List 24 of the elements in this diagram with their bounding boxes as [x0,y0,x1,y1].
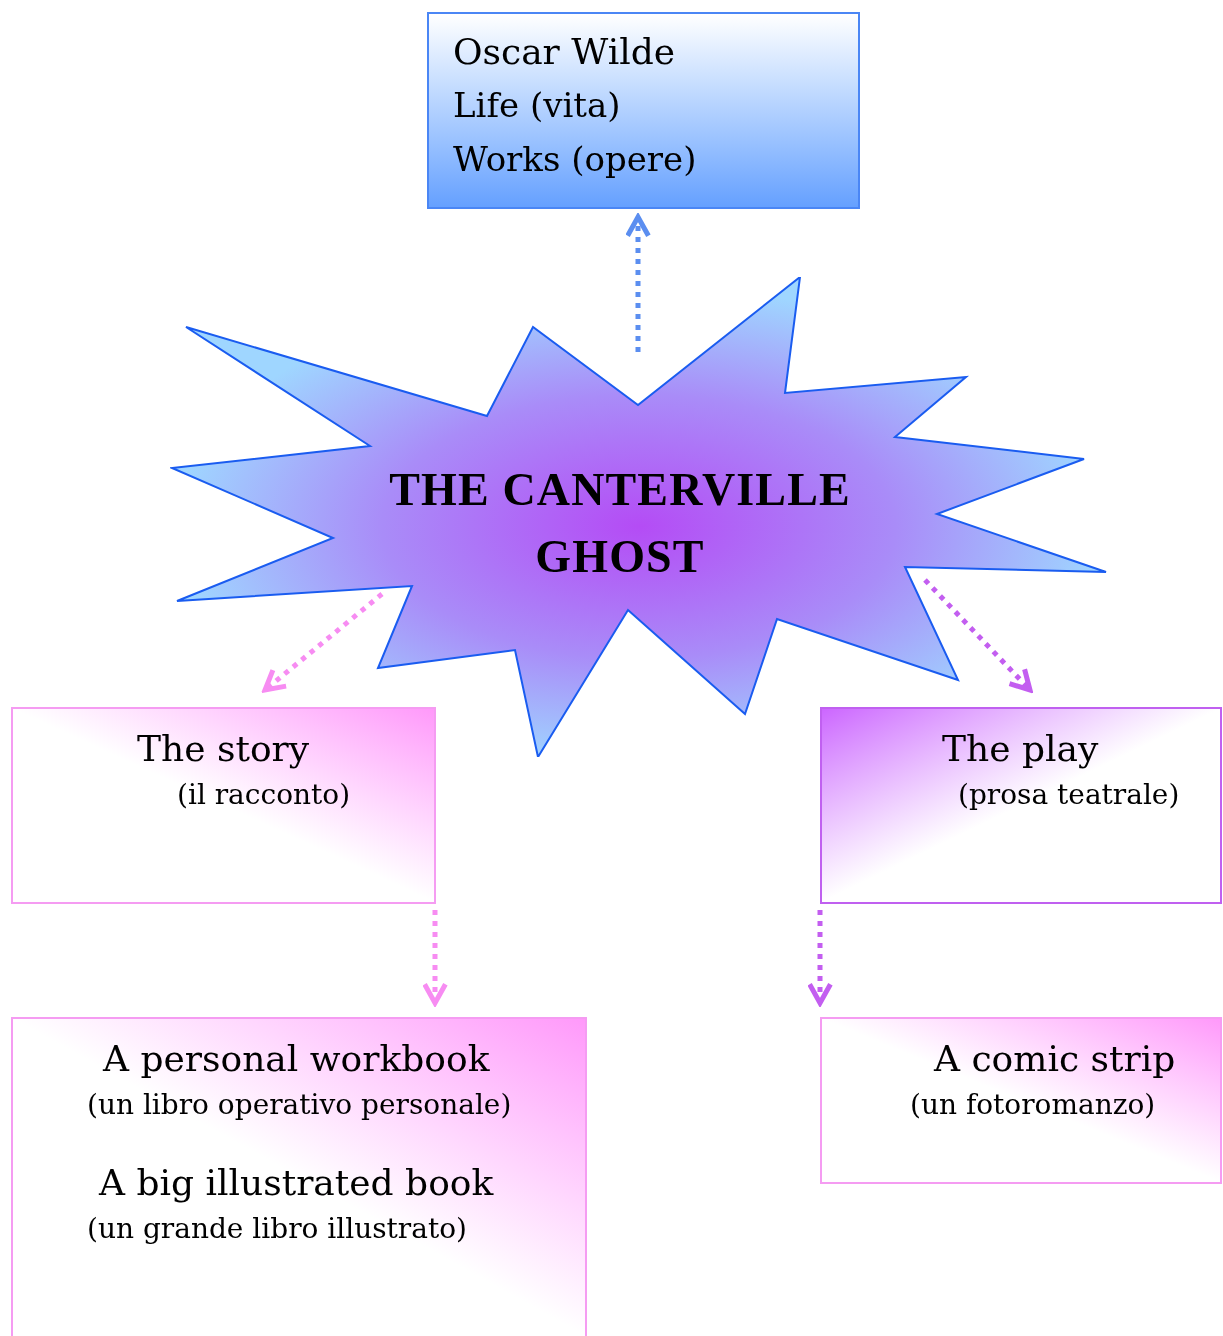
topic-box [820,707,1222,904]
subtitle-text: (prosa teatrale) [957,777,1180,813]
author-box [427,12,860,209]
heading-text: Works (opere) [453,138,697,181]
title-text: THE CANTERVILLE GHOST [388,463,852,584]
output-box [820,1017,1222,1184]
subtitle-text: (un fotoromanzo) [910,1087,1156,1123]
heading-text: The play [942,727,1099,771]
dotted-arrow [923,578,1033,693]
dotted-arrow [262,592,384,693]
heading-text: A personal workbook [103,1037,490,1081]
output-box [11,1017,587,1336]
subtitle-text: (il racconto) [176,777,351,813]
heading-text: The story [137,727,310,771]
heading-text: A comic strip [934,1037,1176,1081]
dotted-arrow [422,910,448,1006]
dotted-arrow [625,214,651,352]
heading-text: Oscar Wilde [453,30,675,74]
heading-text: Life (vita) [453,84,621,127]
subtitle-text: (un grande libro illustrato) [87,1211,467,1247]
subtitle-text: (un libro operativo personale) [87,1087,512,1123]
topic-box [11,707,436,904]
heading-text: A big illustrated book [99,1161,494,1205]
dotted-arrow [807,910,833,1006]
